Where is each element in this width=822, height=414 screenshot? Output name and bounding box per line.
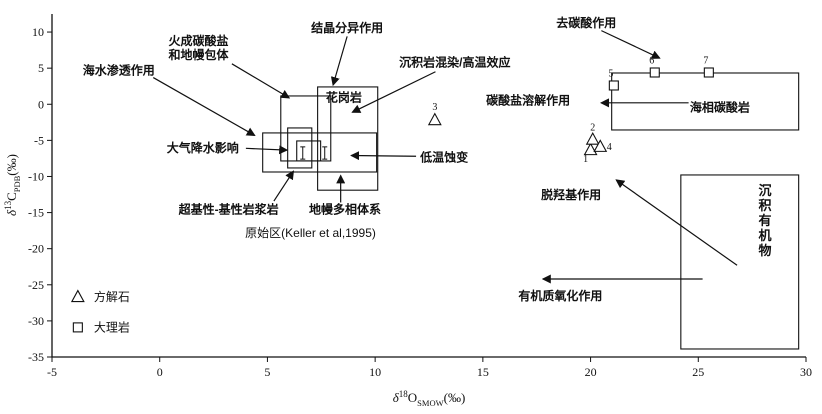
legend-item-label: 大理岩 — [94, 319, 130, 334]
legend-item-label: 方解石 — [94, 289, 130, 304]
axis-ticks — [47, 31, 807, 362]
crystallization-arrow — [330, 36, 348, 87]
x-tick-label: 30 — [800, 365, 812, 379]
carbonate-dissolution-label: 碳酸盐溶解作用 — [486, 92, 570, 107]
point-label-2: 2 — [590, 123, 595, 134]
sediment-contamination-label: 沉积岩混染/高温效应 — [399, 55, 510, 70]
low-temp-arrow — [350, 151, 417, 161]
x-tick-label: 20 — [585, 365, 597, 379]
y-tick-label: -25 — [28, 278, 44, 292]
point-label-3: 3 — [432, 102, 437, 113]
point-label-1: 1 — [583, 154, 588, 165]
low-temp-alteration-label: 低温蚀变 — [419, 149, 468, 164]
point-calcite-1 — [583, 142, 598, 156]
x-tick-label: 10 — [369, 365, 381, 379]
x-tick-label: -5 — [47, 365, 57, 379]
y-axis-title: δ13CPDB(‰) — [3, 154, 22, 216]
y-tick-label: 10 — [32, 25, 44, 39]
x-tick-label: 0 — [157, 365, 163, 379]
x-tick-label: 15 — [477, 365, 489, 379]
point-label-7: 7 — [703, 55, 708, 66]
point-marble-5 — [608, 80, 619, 91]
legend-square-icon — [72, 322, 83, 333]
x-axis-title: δ18OSMOW(‰) — [393, 389, 466, 408]
organic-oxidation-label: 有机质氧化作用 — [518, 288, 602, 303]
y-tick-label: -30 — [28, 314, 44, 328]
point-label-5: 5 — [608, 68, 613, 79]
primitive-zone-label: 原始区(Keller et al,1995) — [245, 226, 376, 240]
primitive-field-inner — [296, 140, 322, 162]
granite-label: 花岗岩 — [326, 89, 362, 104]
ultrabasic-leader-arrow — [273, 170, 295, 202]
x-tick-label: 5 — [264, 365, 270, 379]
granite-field — [317, 86, 379, 191]
point-calcite-4 — [593, 139, 608, 152]
dehydroxylation-label: 脱羟基作用 — [541, 187, 601, 202]
sedimentary-organic-label: 沉积有机物 — [759, 183, 772, 258]
primitive-ibeam-markers — [300, 146, 328, 160]
igneous-carbonate-mantle-label: 火成碳酸盐和地幔包体 — [167, 33, 229, 62]
meteoric-water-label: 大气降水影响 — [167, 140, 239, 155]
y-tick-label: -20 — [28, 242, 44, 256]
igneous-carbonate-arrow — [231, 63, 291, 99]
sediment-contamination-arrow — [351, 71, 436, 113]
ultrabasic-basic-magmatic-label: 超基性-基性岩浆岩 — [178, 201, 279, 216]
data-points: 1 2 3 4 5 6 7 — [427, 55, 714, 165]
decarbonation-arrow — [601, 30, 661, 59]
y-tick-label: -10 — [28, 169, 44, 183]
x-tick-label: 25 — [692, 365, 704, 379]
mantle-multiphase-field — [262, 132, 378, 173]
point-label-6: 6 — [649, 55, 654, 66]
seawater-arrow — [152, 77, 256, 136]
meteoric-water-arrow — [245, 145, 289, 155]
process-arrows — [152, 30, 738, 284]
marine-carbonate-label: 海相碳酸岩 — [690, 99, 750, 114]
y-tick-label: 0 — [38, 97, 44, 111]
point-calcite-3 — [427, 112, 442, 126]
dehydroxylation-arrow — [615, 179, 738, 266]
crystallization-differentiation-label: 结晶分异作用 — [311, 20, 383, 35]
decarbonation-label: 去碳酸作用 — [556, 15, 616, 30]
seawater-infiltration-label: 海水渗透作用 — [83, 63, 155, 78]
y-tick-label: 5 — [38, 61, 44, 75]
point-marble-6 — [649, 67, 660, 78]
primitive-field-outer — [287, 127, 313, 169]
y-tick-label: -35 — [28, 350, 44, 364]
y-tick-label: -5 — [34, 133, 44, 147]
point-calcite-2 — [585, 131, 600, 145]
mantle-multiphase-label: 地幔多相体系 — [309, 201, 381, 216]
legend-triangle-icon — [70, 289, 85, 303]
sedimentary-organic-field — [680, 174, 800, 350]
point-label-4: 4 — [607, 142, 612, 153]
field-boxes — [262, 72, 800, 350]
y-tick-label: -15 — [28, 206, 44, 220]
point-marble-7 — [703, 67, 714, 78]
